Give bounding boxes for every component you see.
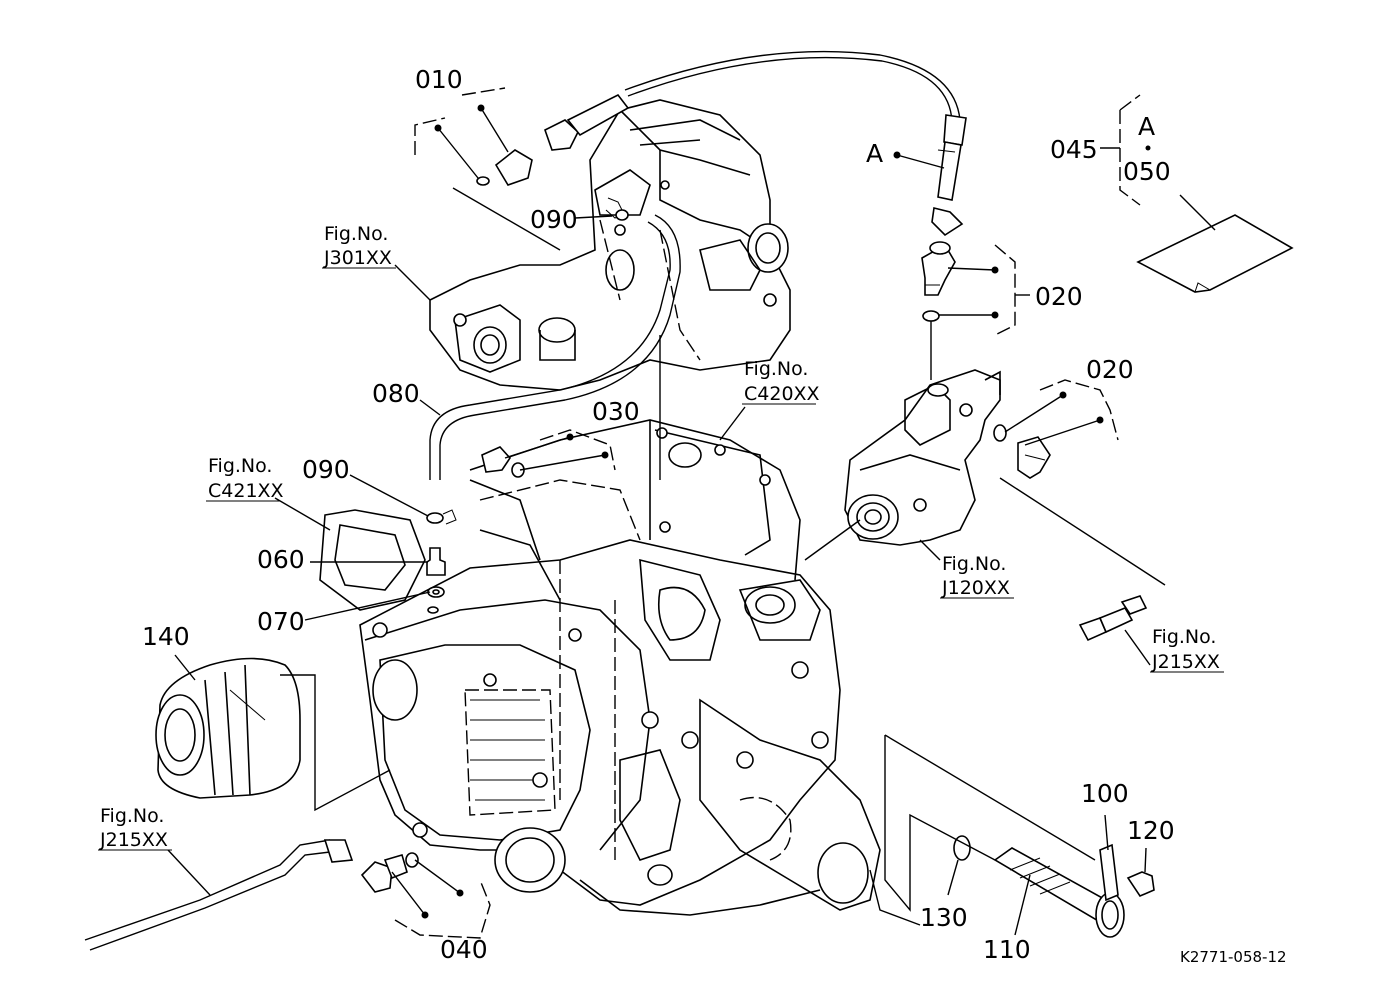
callout-dots <box>421 104 1151 919</box>
label-A-sheet: A <box>1138 112 1155 141</box>
label-050: 050 <box>1123 157 1171 186</box>
svg-text:C420XX: C420XX <box>744 383 820 405</box>
svg-text:Fig.No.: Fig.No. <box>1152 626 1216 648</box>
clip-090-upper <box>605 197 629 221</box>
svg-text:C421XX: C421XX <box>208 480 284 502</box>
elbow-fitting-020-right <box>993 424 1051 479</box>
label-045: 045 <box>1050 135 1098 164</box>
label-020-right: 020 <box>1086 355 1134 384</box>
figref-j301: Fig.No. J301XX <box>322 223 396 269</box>
washer-070 <box>427 586 445 614</box>
svg-text:Fig.No.: Fig.No. <box>208 455 272 477</box>
figure-references: Fig.No. J301XX Fig.No. C420XX Fig.No. C4… <box>98 223 1224 851</box>
figref-j215-left: Fig.No. J215XX <box>98 805 172 851</box>
svg-text:J215XX: J215XX <box>1151 651 1220 673</box>
label-120: 120 <box>1127 816 1175 845</box>
nipple-060 <box>426 547 446 576</box>
label-070: 070 <box>257 607 305 636</box>
label-090-lower: 090 <box>302 455 350 484</box>
label-060: 060 <box>257 545 305 574</box>
cable-010-A <box>624 50 961 121</box>
fitting-010 <box>476 93 630 186</box>
svg-text:Fig.No.: Fig.No. <box>100 805 164 827</box>
label-040: 040 <box>440 935 488 964</box>
label-100: 100 <box>1081 779 1129 808</box>
figref-j215-right: Fig.No. J215XX <box>1150 626 1224 673</box>
sheet-050 <box>1136 214 1294 293</box>
figref-c421: Fig.No. C421XX <box>206 455 284 502</box>
svg-text:Fig.No.: Fig.No. <box>744 358 808 380</box>
drawing-code: K2771-058-12 <box>1180 948 1287 966</box>
bolt-120 <box>1126 871 1155 897</box>
label-A-upper: A <box>866 139 883 168</box>
transmission-housing <box>359 419 881 916</box>
plate-100 <box>1099 843 1119 902</box>
label-090-upper: 090 <box>530 205 578 234</box>
hose-A <box>931 114 967 237</box>
svg-text:J120XX: J120XX <box>941 577 1010 599</box>
hose-080 <box>429 214 681 480</box>
hydraulic-pump <box>844 369 1001 546</box>
front-housing <box>429 99 791 391</box>
strainer-110 <box>993 847 1125 938</box>
figref-c420: Fig.No. C420XX <box>742 358 820 405</box>
label-080: 080 <box>372 379 420 408</box>
figref-j120: Fig.No. J120XX <box>940 553 1014 599</box>
elbow-fitting-020-upper <box>921 241 956 380</box>
label-140: 140 <box>142 622 190 651</box>
label-020-upper: 020 <box>1035 282 1083 311</box>
o-ring-130 <box>953 835 971 861</box>
fitting-040 <box>360 852 419 893</box>
label-010: 010 <box>415 65 463 94</box>
label-130: 130 <box>920 903 968 932</box>
svg-text:J301XX: J301XX <box>323 247 392 269</box>
pipe-j215-right <box>1078 595 1148 642</box>
oil-filter-140 <box>155 657 301 799</box>
leader-lines <box>167 87 1216 939</box>
svg-text:Fig.No.: Fig.No. <box>324 223 388 245</box>
pipe-j215-left <box>84 839 354 951</box>
svg-text:Fig.No.: Fig.No. <box>942 553 1006 575</box>
plug-030 <box>481 446 525 478</box>
svg-text:J215XX: J215XX <box>99 829 168 851</box>
clip-090-lower <box>426 509 457 525</box>
label-110: 110 <box>983 935 1031 964</box>
bracket-c421 <box>319 509 426 611</box>
label-030: 030 <box>592 397 640 426</box>
part-labels: 010 090 A 045 A 050 020 020 080 030 090 … <box>142 65 1175 964</box>
